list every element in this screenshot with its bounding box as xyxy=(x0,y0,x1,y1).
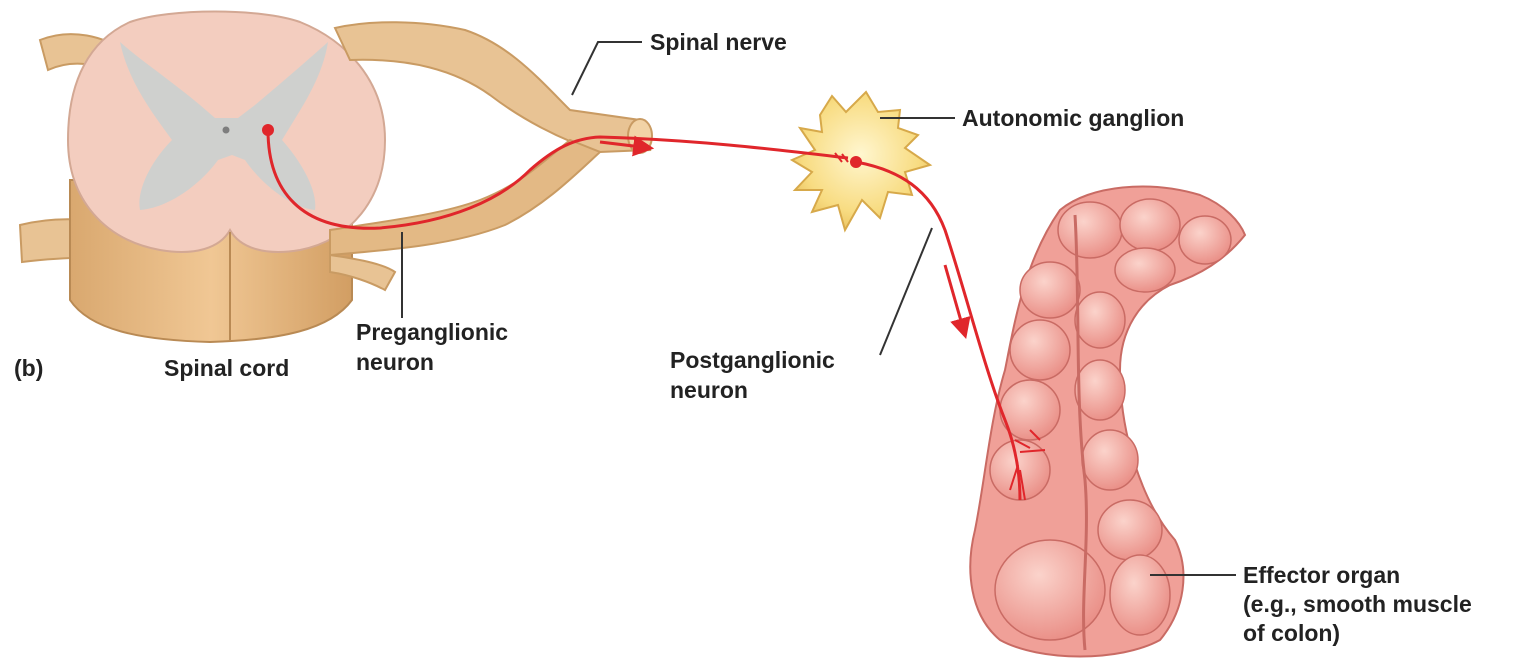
haustrum xyxy=(995,540,1105,640)
haustrum xyxy=(1098,500,1162,560)
label-spinal-nerve: Spinal nerve xyxy=(650,29,787,55)
haustrum xyxy=(1075,292,1125,348)
label-effector-line2: (e.g., smooth muscle xyxy=(1243,591,1472,617)
haustrum xyxy=(1075,360,1125,420)
postganglionic-arrow xyxy=(945,265,965,335)
haustrum xyxy=(1058,202,1122,258)
label-preganglionic-line2: neuron xyxy=(356,349,434,375)
spinal-cord-illustration xyxy=(20,12,385,343)
label-autonomic-ganglion: Autonomic ganglion xyxy=(962,105,1184,131)
haustrum xyxy=(1179,216,1231,264)
central-canal xyxy=(223,127,230,134)
label-preganglionic-line1: Preganglionic xyxy=(356,319,508,345)
label-effector-line1: Effector organ xyxy=(1243,562,1400,588)
haustrum xyxy=(1120,199,1180,251)
haustrum xyxy=(1115,248,1175,292)
haustrum xyxy=(1020,262,1080,318)
label-effector-line3: of colon) xyxy=(1243,620,1340,646)
leader-postganglionic xyxy=(880,228,932,355)
colon-illustration xyxy=(970,187,1245,657)
panel-label: (b) xyxy=(14,355,43,381)
haustrum xyxy=(1082,430,1138,490)
label-postganglionic-line2: neuron xyxy=(670,377,748,403)
label-postganglionic-line1: Postganglionic xyxy=(670,347,835,373)
haustrum xyxy=(1110,555,1170,635)
label-spinal-cord: Spinal cord xyxy=(164,355,289,381)
leader-spinal-nerve xyxy=(572,42,642,95)
haustrum xyxy=(1010,320,1070,380)
